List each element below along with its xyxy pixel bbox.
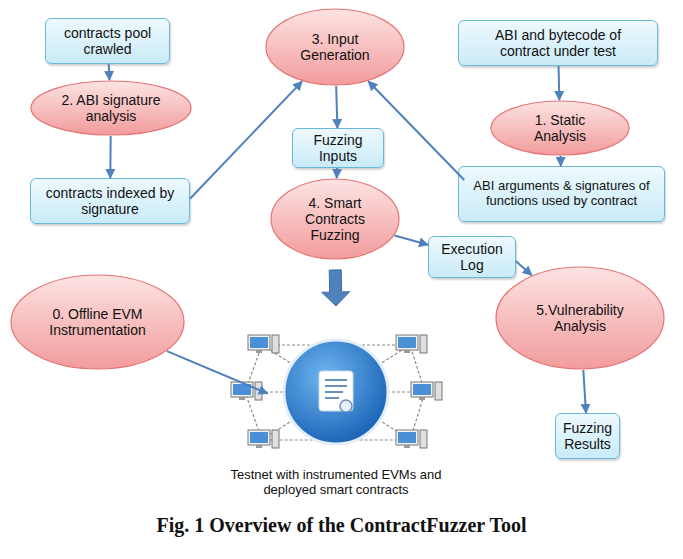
process-ellipse: 3. Input Generation (265, 8, 405, 86)
data-box: Fuzzing Inputs (292, 128, 384, 168)
process-ellipse: 0. Offline EVM Instrumentation (10, 274, 185, 370)
block-arrow (322, 270, 350, 306)
arrow-connector (558, 66, 561, 100)
caption-text: Fig. 1 Overview of the ContractFuzzer To… (156, 514, 526, 536)
data-box: Fuzzing Results (555, 413, 620, 459)
process-ellipse: 4. Smart Contracts Fuzzing (270, 178, 400, 260)
arrow-connector (395, 236, 428, 245)
process-ellipse: 5.Vulnerability Analysis (495, 266, 665, 370)
arrow-connector (560, 156, 562, 166)
node-label: 2. ABI signature analysis (54, 92, 168, 124)
data-box: ABI and bytecode of contract under test (458, 20, 658, 66)
process-ellipse: 2. ABI signature analysis (30, 80, 192, 136)
node-label: 1. Static Analysis (511, 112, 609, 144)
arrow-connector (108, 64, 111, 80)
node-label: Fuzzing Results (559, 420, 616, 452)
data-box: contracts pool crawled (45, 18, 170, 64)
data-box: Execution Log (428, 236, 516, 278)
process-ellipse: 1. Static Analysis (490, 100, 630, 156)
blockchain-globe (284, 340, 388, 444)
node-label: contracts indexed by signature (41, 185, 179, 217)
arrow-connector (190, 81, 302, 198)
figure-caption: Fig. 1 Overview of the ContractFuzzer To… (0, 514, 683, 537)
node-label: ABI arguments & signatures of functions … (465, 179, 658, 209)
evm-node-icons (231, 335, 442, 448)
arrow-connector (583, 370, 586, 413)
node-label: Fuzzing Inputs (297, 132, 379, 164)
arrow-connector (516, 261, 532, 275)
node-label: 4. Smart Contracts Fuzzing (289, 195, 381, 243)
data-box: contracts indexed by signature (30, 178, 190, 224)
node-label: Execution Log (433, 241, 511, 273)
arrow-connector (336, 168, 338, 178)
node-label: 3. Input Generation (286, 31, 384, 63)
arrow-connector (336, 86, 337, 128)
testnet-illustration (218, 308, 454, 463)
arrow-connector (368, 81, 464, 180)
data-box: ABI arguments & signatures of functions … (458, 166, 665, 222)
arrow-connector (167, 351, 268, 393)
node-label: contracts pool crawled (52, 25, 163, 57)
node-label: 0. Offline EVM Instrumentation (36, 306, 159, 338)
node-label: Testnet with instrumented EVMs and deplo… (222, 468, 450, 498)
node-label: ABI and bytecode of contract under test (484, 27, 632, 59)
node-label: 5.Vulnerability Analysis (520, 302, 640, 334)
arrow-connector (109, 136, 111, 178)
testnet-node: Testnet with instrumented EVMs and deplo… (218, 308, 454, 498)
